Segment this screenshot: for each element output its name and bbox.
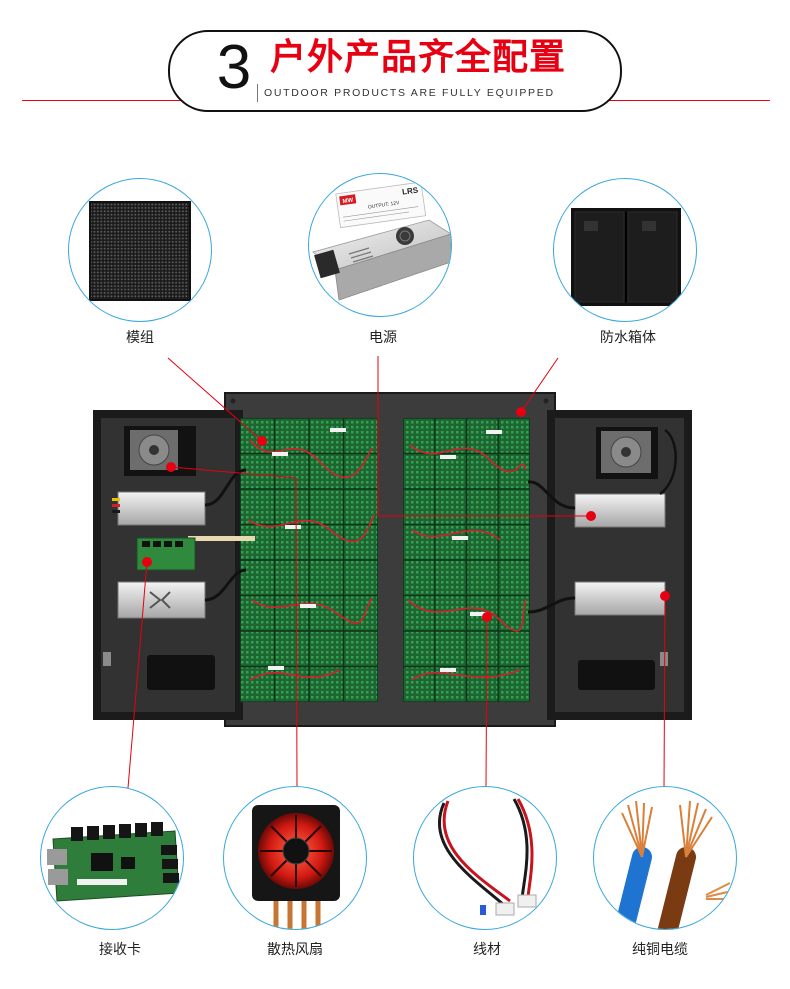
right-door-latch xyxy=(660,652,668,666)
psu-output-text: OUTPUT: 12V xyxy=(368,200,401,210)
receiving-card-connectors xyxy=(142,541,183,547)
frame-screw xyxy=(230,398,236,404)
blue-insulated-wire xyxy=(614,847,652,929)
label-wires: 线材 xyxy=(473,942,501,958)
right-psu-2 xyxy=(574,581,666,616)
fan-heat-pipes xyxy=(273,897,321,929)
psu-brand-text: MW xyxy=(342,198,354,205)
wire-connector xyxy=(517,894,537,908)
psu-terminal-block xyxy=(314,249,340,279)
callout-line-wires xyxy=(485,616,488,787)
cooling-fan-illustration xyxy=(252,805,340,929)
power-supply-illustration: MW LRS OUTPUT: 12V xyxy=(312,181,451,301)
left-psu-1 xyxy=(117,491,206,526)
copper-strands-right xyxy=(679,800,713,858)
callout-line-module xyxy=(167,357,263,442)
brown-insulated-wire xyxy=(658,847,696,929)
psu-front-face xyxy=(334,233,451,301)
label-cabinet: 防水箱体 xyxy=(600,330,656,346)
left-door-handle xyxy=(147,655,215,690)
card-connectors xyxy=(71,822,179,883)
header-pill-frame xyxy=(168,30,622,112)
cabinet-photo-circle xyxy=(553,178,697,322)
psu-fan-grille xyxy=(396,227,414,245)
wires-photo-circle xyxy=(413,786,557,930)
fan-hub xyxy=(282,837,310,865)
callout-dot-copper-cable xyxy=(660,591,670,601)
label-copper-cable: 纯铜电缆 xyxy=(632,942,688,958)
right-power-cable xyxy=(527,596,576,614)
callout-dot-cooling-fan xyxy=(166,462,176,472)
card-chip xyxy=(91,853,113,871)
callout-line-cooling-fan xyxy=(170,466,298,787)
led-panel-right-grid xyxy=(403,418,530,702)
copper-cable-photo-circle xyxy=(593,786,737,930)
copper-cable-illustration xyxy=(614,800,733,929)
page-subtitle: OUTDOOR PRODUCTS ARE FULLY EQUIPPED xyxy=(264,87,555,99)
right-door-handle xyxy=(578,660,655,690)
callout-lines xyxy=(127,356,666,791)
callout-dot-module xyxy=(257,436,267,446)
header-divider xyxy=(257,84,258,102)
left-power-cable xyxy=(204,568,247,602)
ribbon-cable xyxy=(188,536,255,541)
copper-strands-left xyxy=(621,800,653,858)
psu-brand-badge xyxy=(339,194,357,206)
wire-connector xyxy=(495,902,515,916)
callout-dot-receiving-card xyxy=(142,557,152,567)
callout-dots xyxy=(142,407,670,622)
left-power-cable xyxy=(204,468,247,507)
wire-terminal xyxy=(480,905,486,915)
label-module: 模组 xyxy=(126,330,154,346)
card-sticker xyxy=(77,879,127,885)
callout-line-receiving-card xyxy=(127,561,148,789)
left-psu-2 xyxy=(117,581,206,619)
cable-ties xyxy=(268,428,502,672)
cooling-fan-photo-circle xyxy=(223,786,367,930)
callout-dot-wires xyxy=(482,612,492,622)
left-psu-1-wires xyxy=(112,498,120,513)
right-fan-cable xyxy=(659,428,677,496)
receiving-card-photo-circle xyxy=(40,786,184,930)
callout-line-copper-cable xyxy=(663,595,666,791)
wire-harness xyxy=(437,798,534,907)
cabinet-vents xyxy=(584,221,656,231)
psu-model-text: LRS xyxy=(402,185,420,196)
psu-vent-slots xyxy=(348,247,374,263)
section-number: 3 xyxy=(216,33,252,102)
right-psu-1 xyxy=(574,493,666,528)
left-door-latch xyxy=(103,652,111,666)
callout-dot-cabinet xyxy=(516,407,526,417)
callout-dot-power-supply xyxy=(586,511,596,521)
callout-line-power-supply xyxy=(377,356,591,517)
internal-red-wires xyxy=(247,439,527,681)
waterproof-cabinet-illustration xyxy=(571,208,681,306)
module-led-grid xyxy=(91,203,189,299)
module-photo-circle xyxy=(68,178,212,322)
led-module-illustration xyxy=(89,201,191,301)
label-receiving-card: 接收卡 xyxy=(99,942,141,958)
psu-graphic xyxy=(149,591,171,609)
callout-line-cabinet xyxy=(520,357,559,413)
card-chip xyxy=(121,857,135,869)
card-ethernet-port xyxy=(48,869,68,885)
wires-illustration xyxy=(437,798,537,916)
right-power-cable xyxy=(527,480,576,510)
receiving-card-illustration xyxy=(47,822,180,902)
led-panel-left-grid xyxy=(240,418,378,702)
card-ethernet-port xyxy=(47,849,67,865)
label-cooling-fan: 散热风扇 xyxy=(267,942,323,958)
page-title: 户外产品齐全配置 xyxy=(270,37,567,78)
psu-label-sticker: MW LRS OUTPUT: 12V xyxy=(335,181,427,229)
card-pcb xyxy=(52,830,180,902)
power-supply-photo-circle: MW LRS OUTPUT: 12V xyxy=(308,173,452,317)
label-power-supply: 电源 xyxy=(369,330,397,346)
cabinet-left-door xyxy=(574,211,625,303)
frame-screw xyxy=(543,398,549,404)
